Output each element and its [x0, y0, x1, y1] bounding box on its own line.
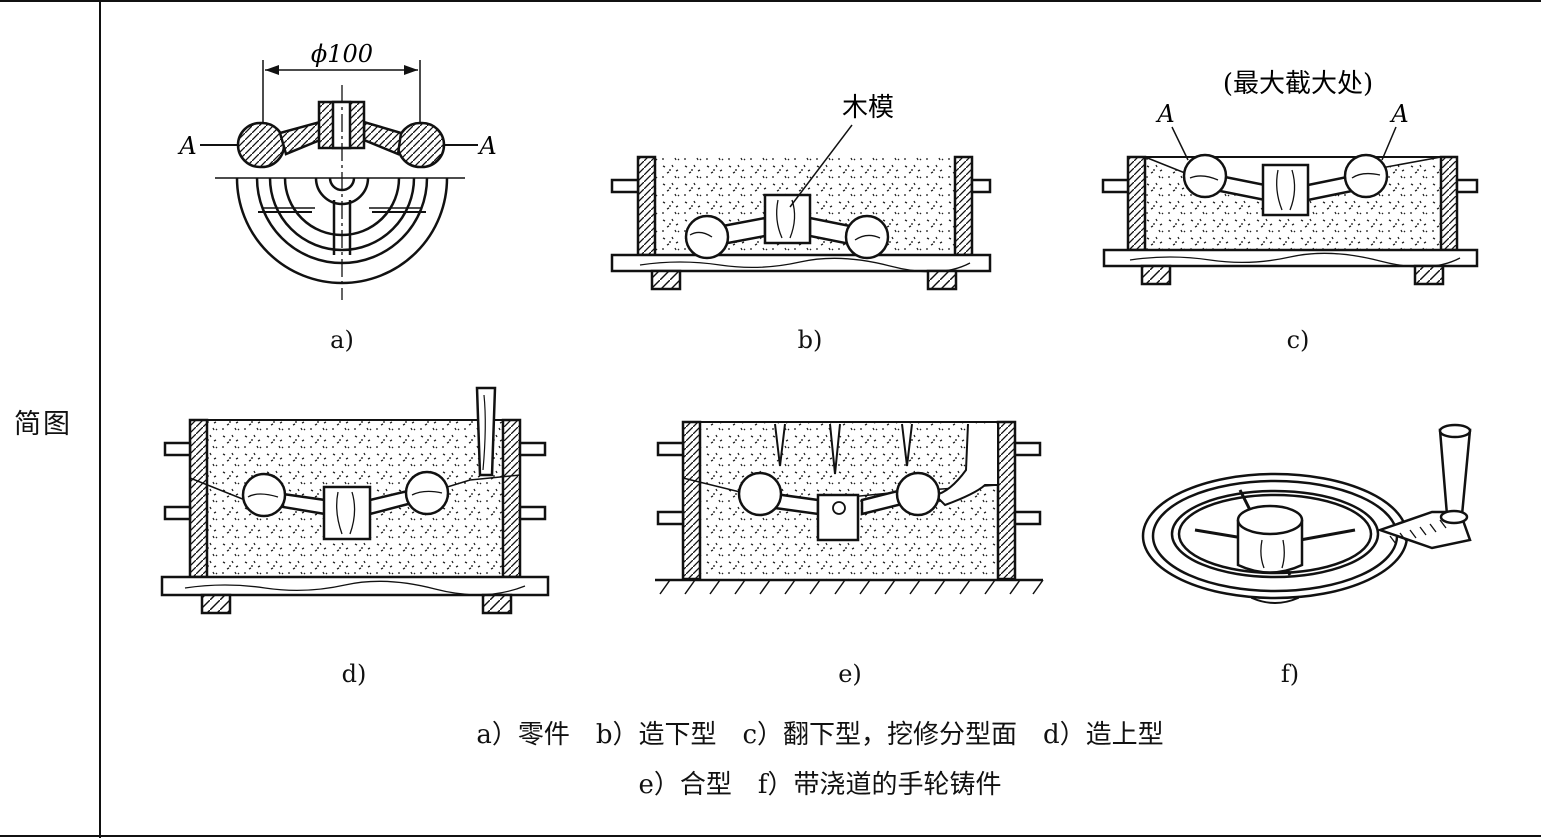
subfigure-label-e: e)	[838, 660, 862, 688]
subfigure-label-b: b)	[797, 326, 823, 354]
bottom-border	[0, 835, 1541, 837]
section-label-c-left: A	[1155, 100, 1174, 128]
pattern-label: 木模	[842, 93, 894, 123]
figure-c-flipped-drag	[1101, 126, 1479, 286]
subfigure-label-a: a)	[330, 326, 354, 354]
figure-d-cope-mold	[160, 386, 550, 615]
section-note: (最大截大处)	[1223, 69, 1373, 99]
caption-line-1: a）零件 b）造下型 c）翻下型，挖修分型面 d）造上型	[476, 720, 1164, 750]
subfigure-label-d: d)	[341, 660, 367, 688]
figure-e-closed-mold	[655, 420, 1044, 595]
subfigure-label-c: c)	[1286, 326, 1310, 354]
caption-line-2: e）合型 f）带浇道的手轮铸件	[638, 770, 1002, 800]
figure-b-drag-mold	[610, 124, 992, 291]
dimension-label: ϕ100	[311, 40, 373, 68]
figure-f-handwheel-casting	[1141, 423, 1472, 604]
column-divider	[99, 0, 101, 838]
figure-a-part	[200, 60, 478, 300]
subfigure-label-f: f)	[1280, 660, 1300, 688]
top-border	[0, 0, 1541, 2]
section-label-c-right: A	[1389, 100, 1408, 128]
row-label: 简图	[14, 409, 72, 440]
section-label-a-right: A	[477, 132, 496, 160]
section-label-a-left: A	[177, 132, 196, 160]
